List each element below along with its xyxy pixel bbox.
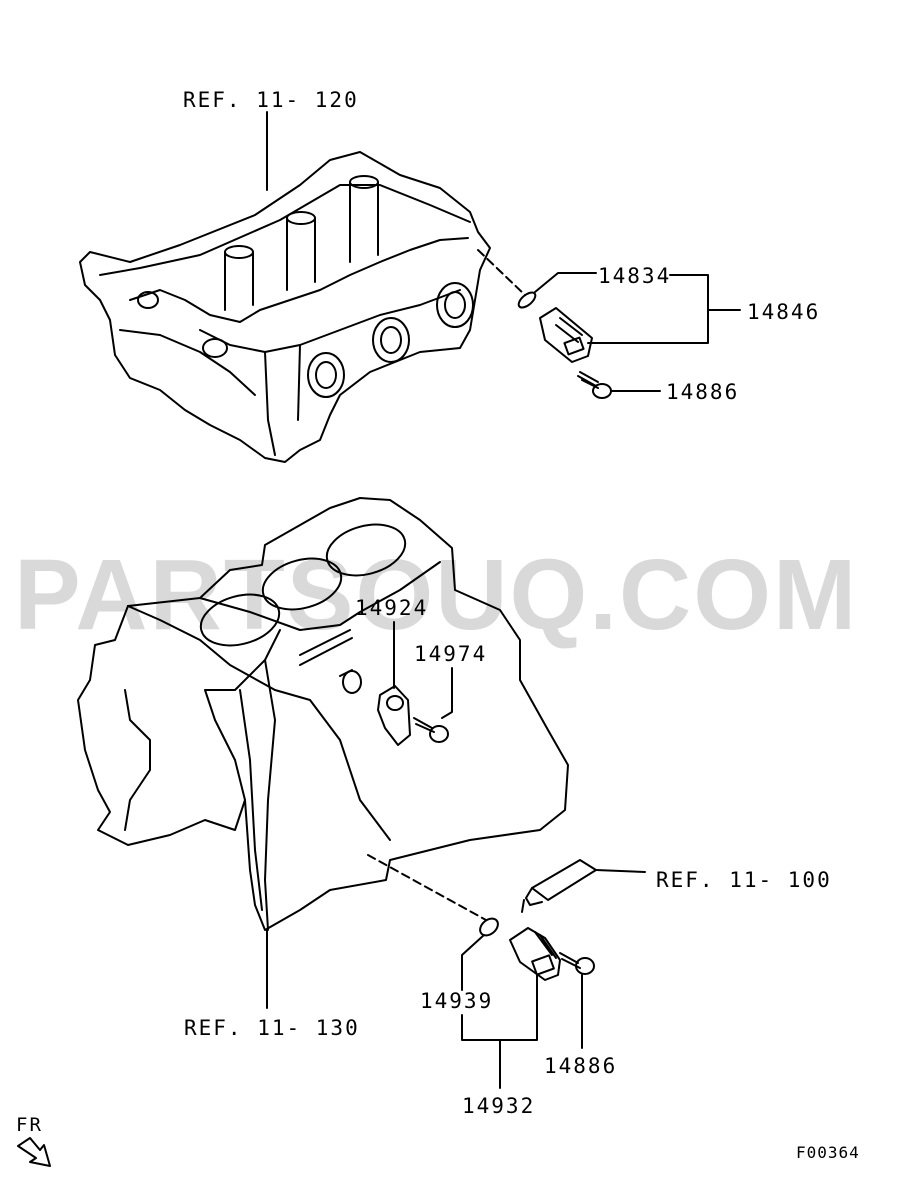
ref-11-130-label[interactable]: REF. 11- 130 (184, 1016, 360, 1040)
bracket-14846 (587, 274, 741, 344)
part-14932-label[interactable]: 14932 (462, 1094, 536, 1118)
ref-11-120-label[interactable]: REF. 11- 120 (183, 88, 359, 112)
bolt-14886-top[interactable] (577, 371, 661, 399)
block-dashed-line (367, 854, 487, 921)
o-ring-14834[interactable] (516, 290, 538, 311)
leader-14834 (534, 272, 597, 293)
watermark: PARTSOUQ.COM (14, 539, 859, 651)
sensor-14846[interactable] (539, 307, 593, 363)
part-14939-label[interactable]: 14939 (420, 989, 494, 1013)
sensor-14932[interactable] (509, 927, 561, 981)
figure-code: F00364 (796, 1143, 860, 1162)
bolt-14886-bottom[interactable] (559, 952, 595, 975)
part-14974-label[interactable]: 14974 (414, 642, 488, 666)
leader-14939 (461, 934, 485, 991)
leader-ref-11-100 (595, 869, 646, 873)
part-14886-top-label[interactable]: 14886 (666, 380, 740, 404)
front-direction-arrow-icon (17, 1137, 51, 1167)
head-dashed-line (477, 249, 526, 296)
part-14834-label[interactable]: 14834 (598, 264, 672, 288)
adhesive-tube[interactable] (521, 859, 597, 913)
knock-sensor-14924[interactable] (377, 685, 411, 746)
o-ring-14939[interactable] (477, 915, 501, 939)
part-14924-label[interactable]: 14924 (355, 596, 429, 620)
cylinder-block-drawing (77, 497, 569, 931)
ref-11-100-label[interactable]: REF. 11- 100 (656, 868, 832, 892)
cylinder-head-drawing (79, 151, 491, 463)
part-14886-bottom-label[interactable]: 14886 (544, 1054, 618, 1078)
front-direction-label: FR (16, 1114, 43, 1136)
bolt-14974[interactable] (413, 717, 449, 743)
part-14846-label[interactable]: 14846 (747, 300, 821, 324)
leader-14974 (441, 667, 453, 719)
